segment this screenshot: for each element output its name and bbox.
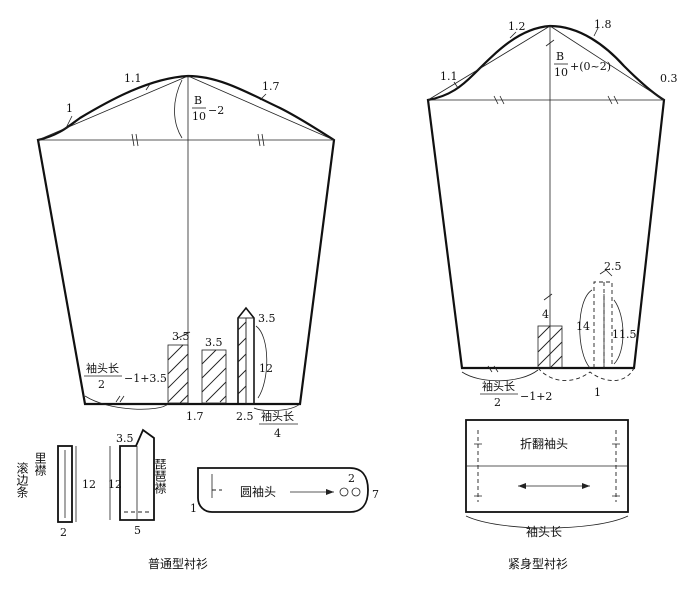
- left-cuff-quarter-den: 4: [274, 427, 281, 440]
- pipa-length: 12: [108, 478, 122, 491]
- french-cuff-grain-arrow-right: [582, 483, 590, 489]
- left-pleat-1: [167, 344, 189, 404]
- round-cuff-mark-7: 7: [372, 488, 379, 501]
- french-cuff-label: 折翻袖头: [520, 436, 568, 451]
- round-cuff-label: 圆袖头: [240, 484, 276, 499]
- right-cuff-formula-suffix: −1+2: [520, 390, 552, 403]
- right-pleat: [537, 325, 563, 369]
- right-slit: [593, 269, 613, 368]
- french-cuff-buttonholes: [477, 430, 617, 502]
- binding-length: 12: [82, 478, 96, 491]
- left-hem-ticks: [115, 395, 125, 403]
- binding-label-col2: 里襟: [33, 452, 47, 476]
- left-placket-slit: [237, 306, 255, 405]
- left-pleat-width-1: 3.5: [172, 330, 190, 343]
- left-cap-height-bracket: [174, 79, 183, 139]
- right-cuff-formula-arc: [461, 369, 539, 382]
- left-pleat-2: [201, 349, 227, 404]
- right-cuff-formula-den: 2: [494, 396, 501, 409]
- right-cap-mark-1-1: 1.1: [440, 70, 458, 83]
- left-bottom-mark-2-5: 2.5: [236, 410, 254, 423]
- left-cap-height-den: 10: [192, 110, 206, 123]
- left-cap-mark-leader-2: [145, 83, 151, 91]
- right-cap-height-num: B: [556, 50, 564, 63]
- left-cap-mark-leader-3: [259, 93, 267, 101]
- left-cap-height-num: B: [194, 94, 202, 107]
- left-cap-mark-1-7: 1.7: [262, 80, 280, 93]
- round-cuff-mark-1: 1: [190, 502, 197, 515]
- left-bottom-mark-1-7: 1.7: [186, 410, 204, 423]
- left-cuff-formula-num: 袖头长: [86, 361, 119, 375]
- right-cap-mark-1-2: 1.2: [508, 20, 526, 33]
- left-cap-mark-leader-1: [65, 115, 73, 129]
- left-cuff-formula-den: 2: [98, 378, 105, 391]
- left-pipa-placket: 3.5 12 5 琵琶襟: [108, 428, 167, 537]
- right-slit-mark-1: 1: [594, 386, 601, 399]
- left-cuff-quarter-num: 袖头长: [261, 409, 294, 423]
- right-pleat-height: 4: [542, 308, 549, 321]
- pipa-placket-shape: [119, 428, 155, 521]
- round-cuff-button-1: [339, 487, 349, 497]
- french-cuff-length-label: 袖头长: [526, 524, 562, 539]
- right-hem-curve: [537, 367, 635, 381]
- round-cuff-grain-arrow: [326, 489, 334, 495]
- left-cap-mark-1-1: 1.1: [124, 72, 142, 85]
- right-bicep-ticks: [493, 95, 619, 105]
- right-cap-height-den: 10: [554, 66, 568, 79]
- left-placket-top: 3.5: [258, 312, 276, 325]
- right-hem-ticks: [487, 365, 499, 373]
- french-cuff-grain-arrow-left: [518, 483, 526, 489]
- right-slit-bracket-left: [579, 289, 593, 369]
- left-cap-mark-1: 1: [66, 102, 73, 115]
- round-cuff-shape: [197, 467, 369, 513]
- left-cap-height-suffix: −2: [208, 104, 224, 117]
- binding-strip-shape: [57, 445, 73, 523]
- pipa-top: 3.5: [116, 432, 134, 445]
- left-sleeve-outline: [36, 74, 336, 406]
- binding-width: 2: [60, 526, 67, 539]
- pipa-width: 5: [134, 524, 141, 537]
- left-pleat-arrow: [177, 331, 191, 339]
- right-cap-height-arrow: [545, 39, 555, 47]
- right-cap-mark-leader-2: [509, 31, 517, 39]
- right-sleeve-outline: [426, 24, 666, 370]
- right-cap-mark-0-3: 0.3: [660, 72, 678, 85]
- right-slit-bracket-right: [613, 299, 624, 365]
- left-cap-diagonal-back: [187, 75, 335, 141]
- right-cuff-formula-num: 袖头长: [482, 379, 515, 393]
- right-sleeve: 1.1 1.2 1.8 0.3 B 10 +(0~2) 4 2.5 14 11.…: [426, 18, 678, 409]
- right-cap-height-suffix: +(0~2): [570, 60, 611, 73]
- right-cap-mark-leader-1: [453, 81, 459, 89]
- right-cap-mark-leader-3: [593, 27, 599, 37]
- round-cuff-mark-2: 2: [348, 472, 355, 485]
- french-cuff-marks: [474, 443, 620, 497]
- caption-left: 普通型衬衫: [148, 557, 208, 571]
- french-cuff-length-arc: [465, 515, 629, 529]
- right-slit-mark-11-5: 11.5: [612, 328, 637, 341]
- left-cuff-quarter-arc: [253, 403, 301, 412]
- left-cuff-formula-suffix: −1+3.5: [124, 372, 167, 385]
- right-cap-mark-1-8: 1.8: [594, 18, 612, 31]
- left-round-cuff: 圆袖头 1 2 7: [190, 467, 379, 515]
- caption-right: 紧身型衬衫: [508, 556, 568, 571]
- round-cuff-button-2: [351, 487, 361, 497]
- right-slit-mark-14: 14: [576, 320, 590, 333]
- left-placket-length: 12: [259, 362, 273, 375]
- left-bicep-ticks: [131, 133, 265, 147]
- binding-label-col1: 滚边条: [15, 461, 29, 498]
- left-sleeve: 1 1.1 1.7 B 10 −2 3.5 3.5 3.5 12: [36, 72, 336, 440]
- right-pleat-arrow: [543, 293, 553, 301]
- left-placket-bracket: [255, 325, 268, 399]
- right-french-cuff: 折翻袖头 袖头长: [465, 419, 629, 539]
- right-slit-mark-2-5: 2.5: [604, 260, 622, 273]
- right-cap-diagonal-front: [427, 25, 551, 101]
- left-cuff-formula-arc: [84, 395, 169, 410]
- left-binding-strip: 滚边条 里襟 12 2: [15, 445, 96, 539]
- left-cap-diagonal-front: [37, 75, 189, 141]
- pipa-label: 琵琶襟: [153, 458, 167, 494]
- left-pleat-width-2: 3.5: [205, 336, 223, 349]
- right-cap-diagonal-back: [549, 25, 665, 101]
